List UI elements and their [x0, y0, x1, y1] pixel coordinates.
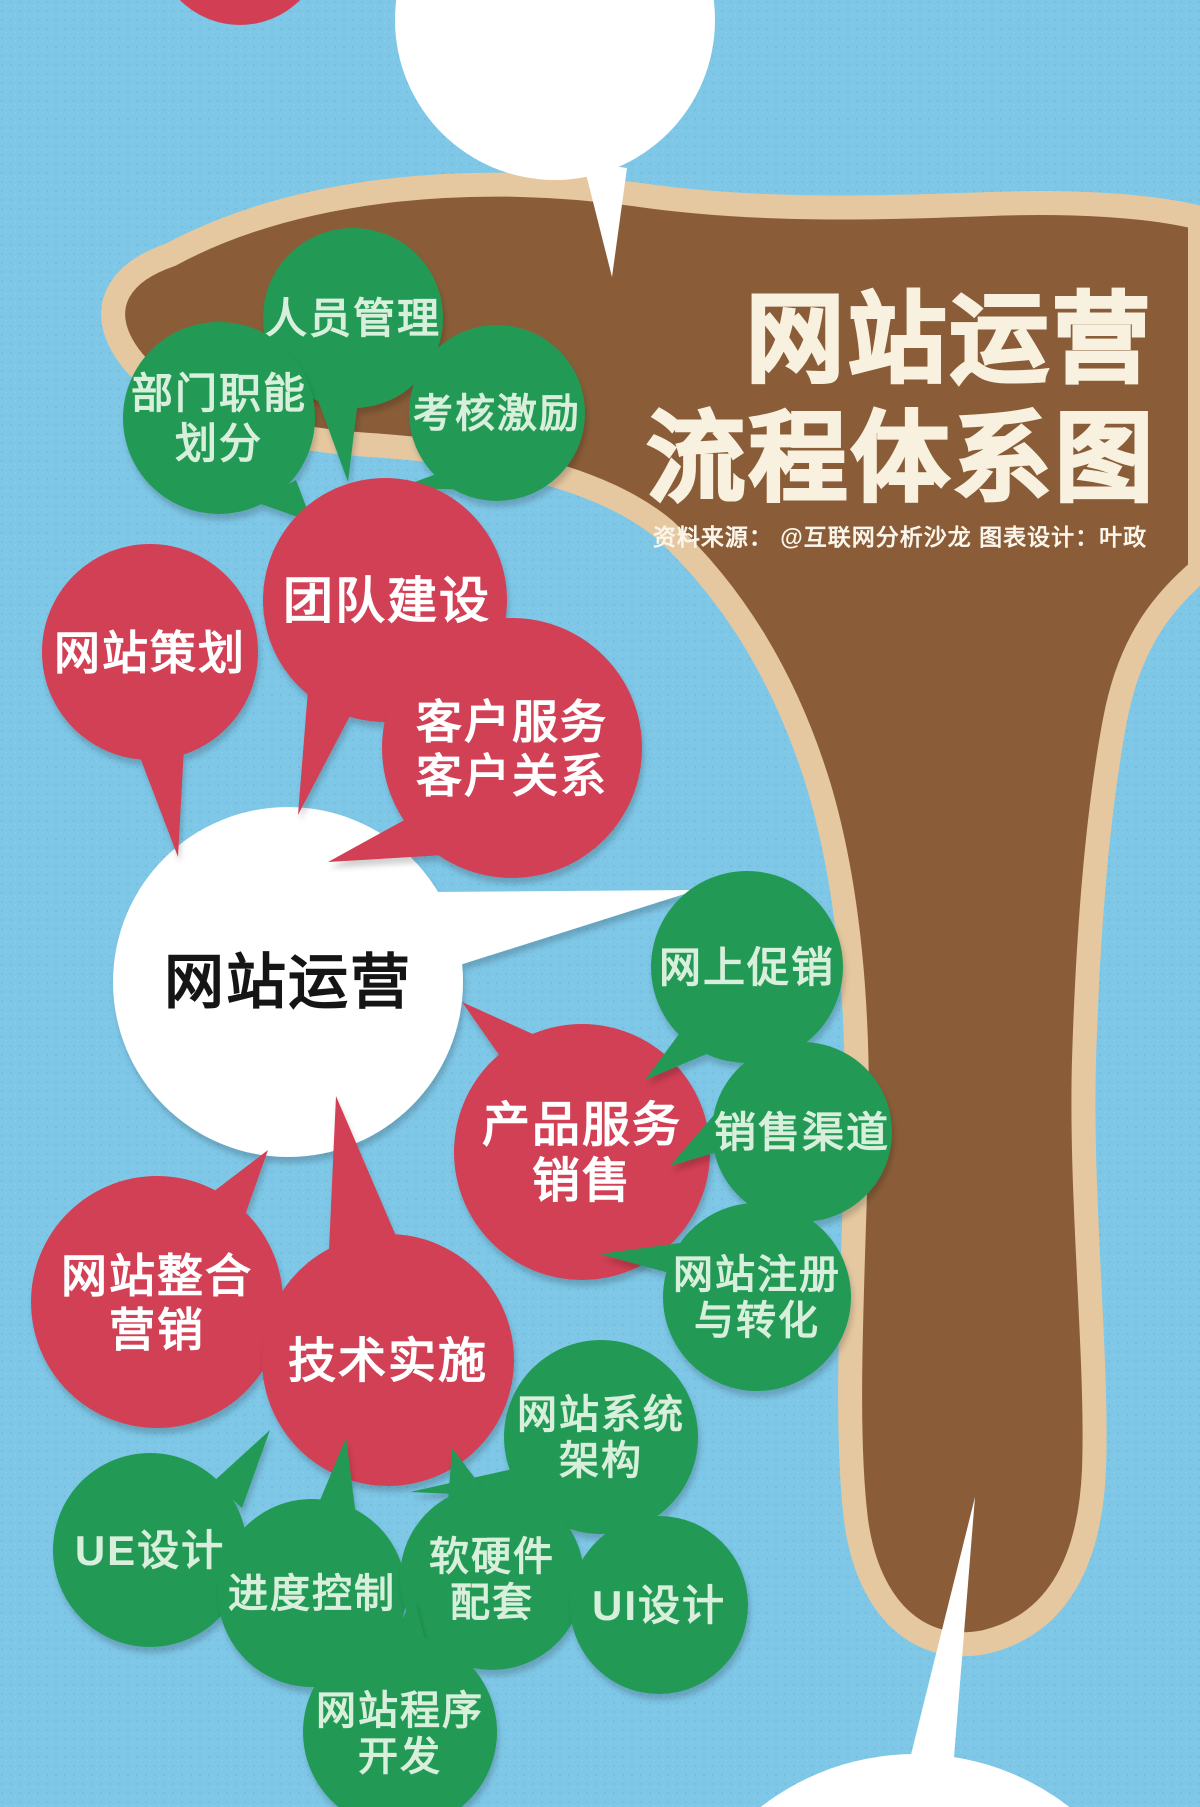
bubble-tail — [670, 1108, 724, 1166]
bubble-customer-service-relations: 客户服务 客户关系 — [328, 618, 642, 878]
bubble-label: 网站策划 — [54, 627, 246, 679]
bubble-label: 划分 — [175, 420, 263, 467]
bubble-product-service-sales: 产品服务 销售 — [454, 1002, 710, 1280]
bubble-label: 网站注册 — [673, 1253, 841, 1297]
bubble-label: 与转化 — [694, 1299, 820, 1343]
bubble-circle — [663, 1203, 851, 1391]
top-bubble-tail — [583, 162, 627, 277]
bubble-label: 团队建设 — [283, 573, 491, 629]
bubble-hardware-software: 软硬件 配套 — [400, 1448, 584, 1670]
bubble-circle — [263, 228, 443, 408]
bubble-label: 考核激励 — [413, 392, 581, 436]
title-line-2: 流程体系图 — [647, 403, 1157, 513]
bubble-label: 网上促销 — [659, 944, 835, 991]
bubble-label: 销售 — [532, 1155, 632, 1208]
tree-trunk-shape — [101, 172, 1200, 1657]
title-line-1: 网站运营 — [746, 284, 1154, 394]
bubble-assessment-incentives: 考核激励 — [398, 325, 585, 501]
bubble-integrated-marketing: 网站整合 营销 — [31, 1150, 283, 1428]
bubble-label: 开发 — [358, 1735, 442, 1779]
bubble-tail — [298, 690, 352, 815]
bubble-website-planning: 网站策划 — [42, 544, 258, 857]
bubble-label: 客户关系 — [416, 750, 608, 802]
bubble-circle — [651, 871, 843, 1063]
red-bubble-top-edge — [179, 0, 301, 25]
bubble-program-development: 网站程序 开发 — [303, 1597, 497, 1807]
bubble-label: 配套 — [450, 1581, 534, 1625]
bubble-website-operations-center: 网站运营 — [113, 807, 697, 1157]
bubble-circle — [409, 325, 585, 501]
bubble-department-function-division: 部门职能 划分 — [123, 322, 315, 522]
top-bubble-circle — [395, 0, 715, 180]
bubble-sales-channels: 销售渠道 — [670, 1042, 892, 1222]
bubble-label: 销售渠道 — [714, 1109, 890, 1156]
bubble-label: 软硬件 — [429, 1535, 555, 1579]
bubble-circle — [53, 1453, 247, 1647]
bubble-circle — [42, 544, 258, 760]
center-bubble-circle — [113, 807, 463, 1157]
bubble-circle — [400, 1486, 584, 1670]
tree-trunk-path — [101, 172, 1200, 1657]
bubble-circle — [123, 322, 315, 514]
bubble-label: 网站系统 — [517, 1393, 685, 1437]
poster-title: 网站运营 流程体系图 — [645, 283, 1157, 515]
credits: 资料来源： @互联网分析沙龙 图表设计：叶政 — [653, 524, 1147, 550]
bubble-label: 技术实施 — [288, 1335, 488, 1388]
bubble-circle — [382, 618, 642, 878]
bottom-bubble-circle — [760, 1754, 1070, 1807]
bubble-tail — [213, 1430, 270, 1508]
speech-bubble-bottom — [760, 1497, 1070, 1807]
center-bubble-label: 网站运营 — [164, 949, 412, 1016]
bubble-technical-implementation: 技术实施 — [262, 1096, 514, 1486]
bubble-label: 进度控制 — [228, 1572, 396, 1616]
bubble-ue-design: UE设计 — [53, 1430, 270, 1647]
bubble-circle — [504, 1340, 698, 1534]
bubble-circle — [454, 1024, 710, 1280]
bubble-label: UI设计 — [592, 1582, 726, 1629]
center-bubble-pointer — [432, 890, 697, 968]
bubble-circle — [31, 1176, 283, 1428]
bubble-personnel-management: 人员管理 — [263, 228, 443, 482]
bubble-ui-design: UI设计 — [570, 1516, 748, 1694]
bubble-label: 架构 — [559, 1439, 643, 1483]
bubble-label: 部门职能 — [131, 370, 307, 417]
bubble-circle — [712, 1042, 892, 1222]
bubble-label: 客户服务 — [416, 696, 608, 748]
bubble-tail — [318, 1438, 356, 1516]
bubble-circle — [218, 1499, 406, 1687]
bubble-label: 产品服务 — [482, 1099, 682, 1152]
bubble-tail — [315, 392, 358, 482]
bubble-label: 营销 — [109, 1304, 205, 1356]
bottom-bubble-tail — [898, 1497, 975, 1807]
bubble-tail — [138, 747, 184, 857]
bubble-label: UE设计 — [75, 1527, 225, 1574]
bubble-online-promotion: 网上促销 — [645, 871, 843, 1080]
bubble-system-architecture: 网站系统 架构 — [410, 1340, 698, 1534]
bubble-schedule-control: 进度控制 — [218, 1438, 406, 1687]
bubble-registration-conversion: 网站注册 与转化 — [600, 1203, 851, 1391]
bubble-tail — [328, 1096, 414, 1278]
bubble-circle — [262, 1234, 514, 1486]
bubble-label: 网站程序 — [316, 1689, 484, 1733]
speech-bubble-top — [395, 0, 715, 277]
bubble-circle — [570, 1516, 748, 1694]
bubble-label: 网站整合 — [61, 1250, 253, 1302]
bubble-tail — [255, 480, 312, 522]
bubble-circle — [303, 1635, 497, 1807]
bubble-label: 人员管理 — [265, 295, 441, 342]
